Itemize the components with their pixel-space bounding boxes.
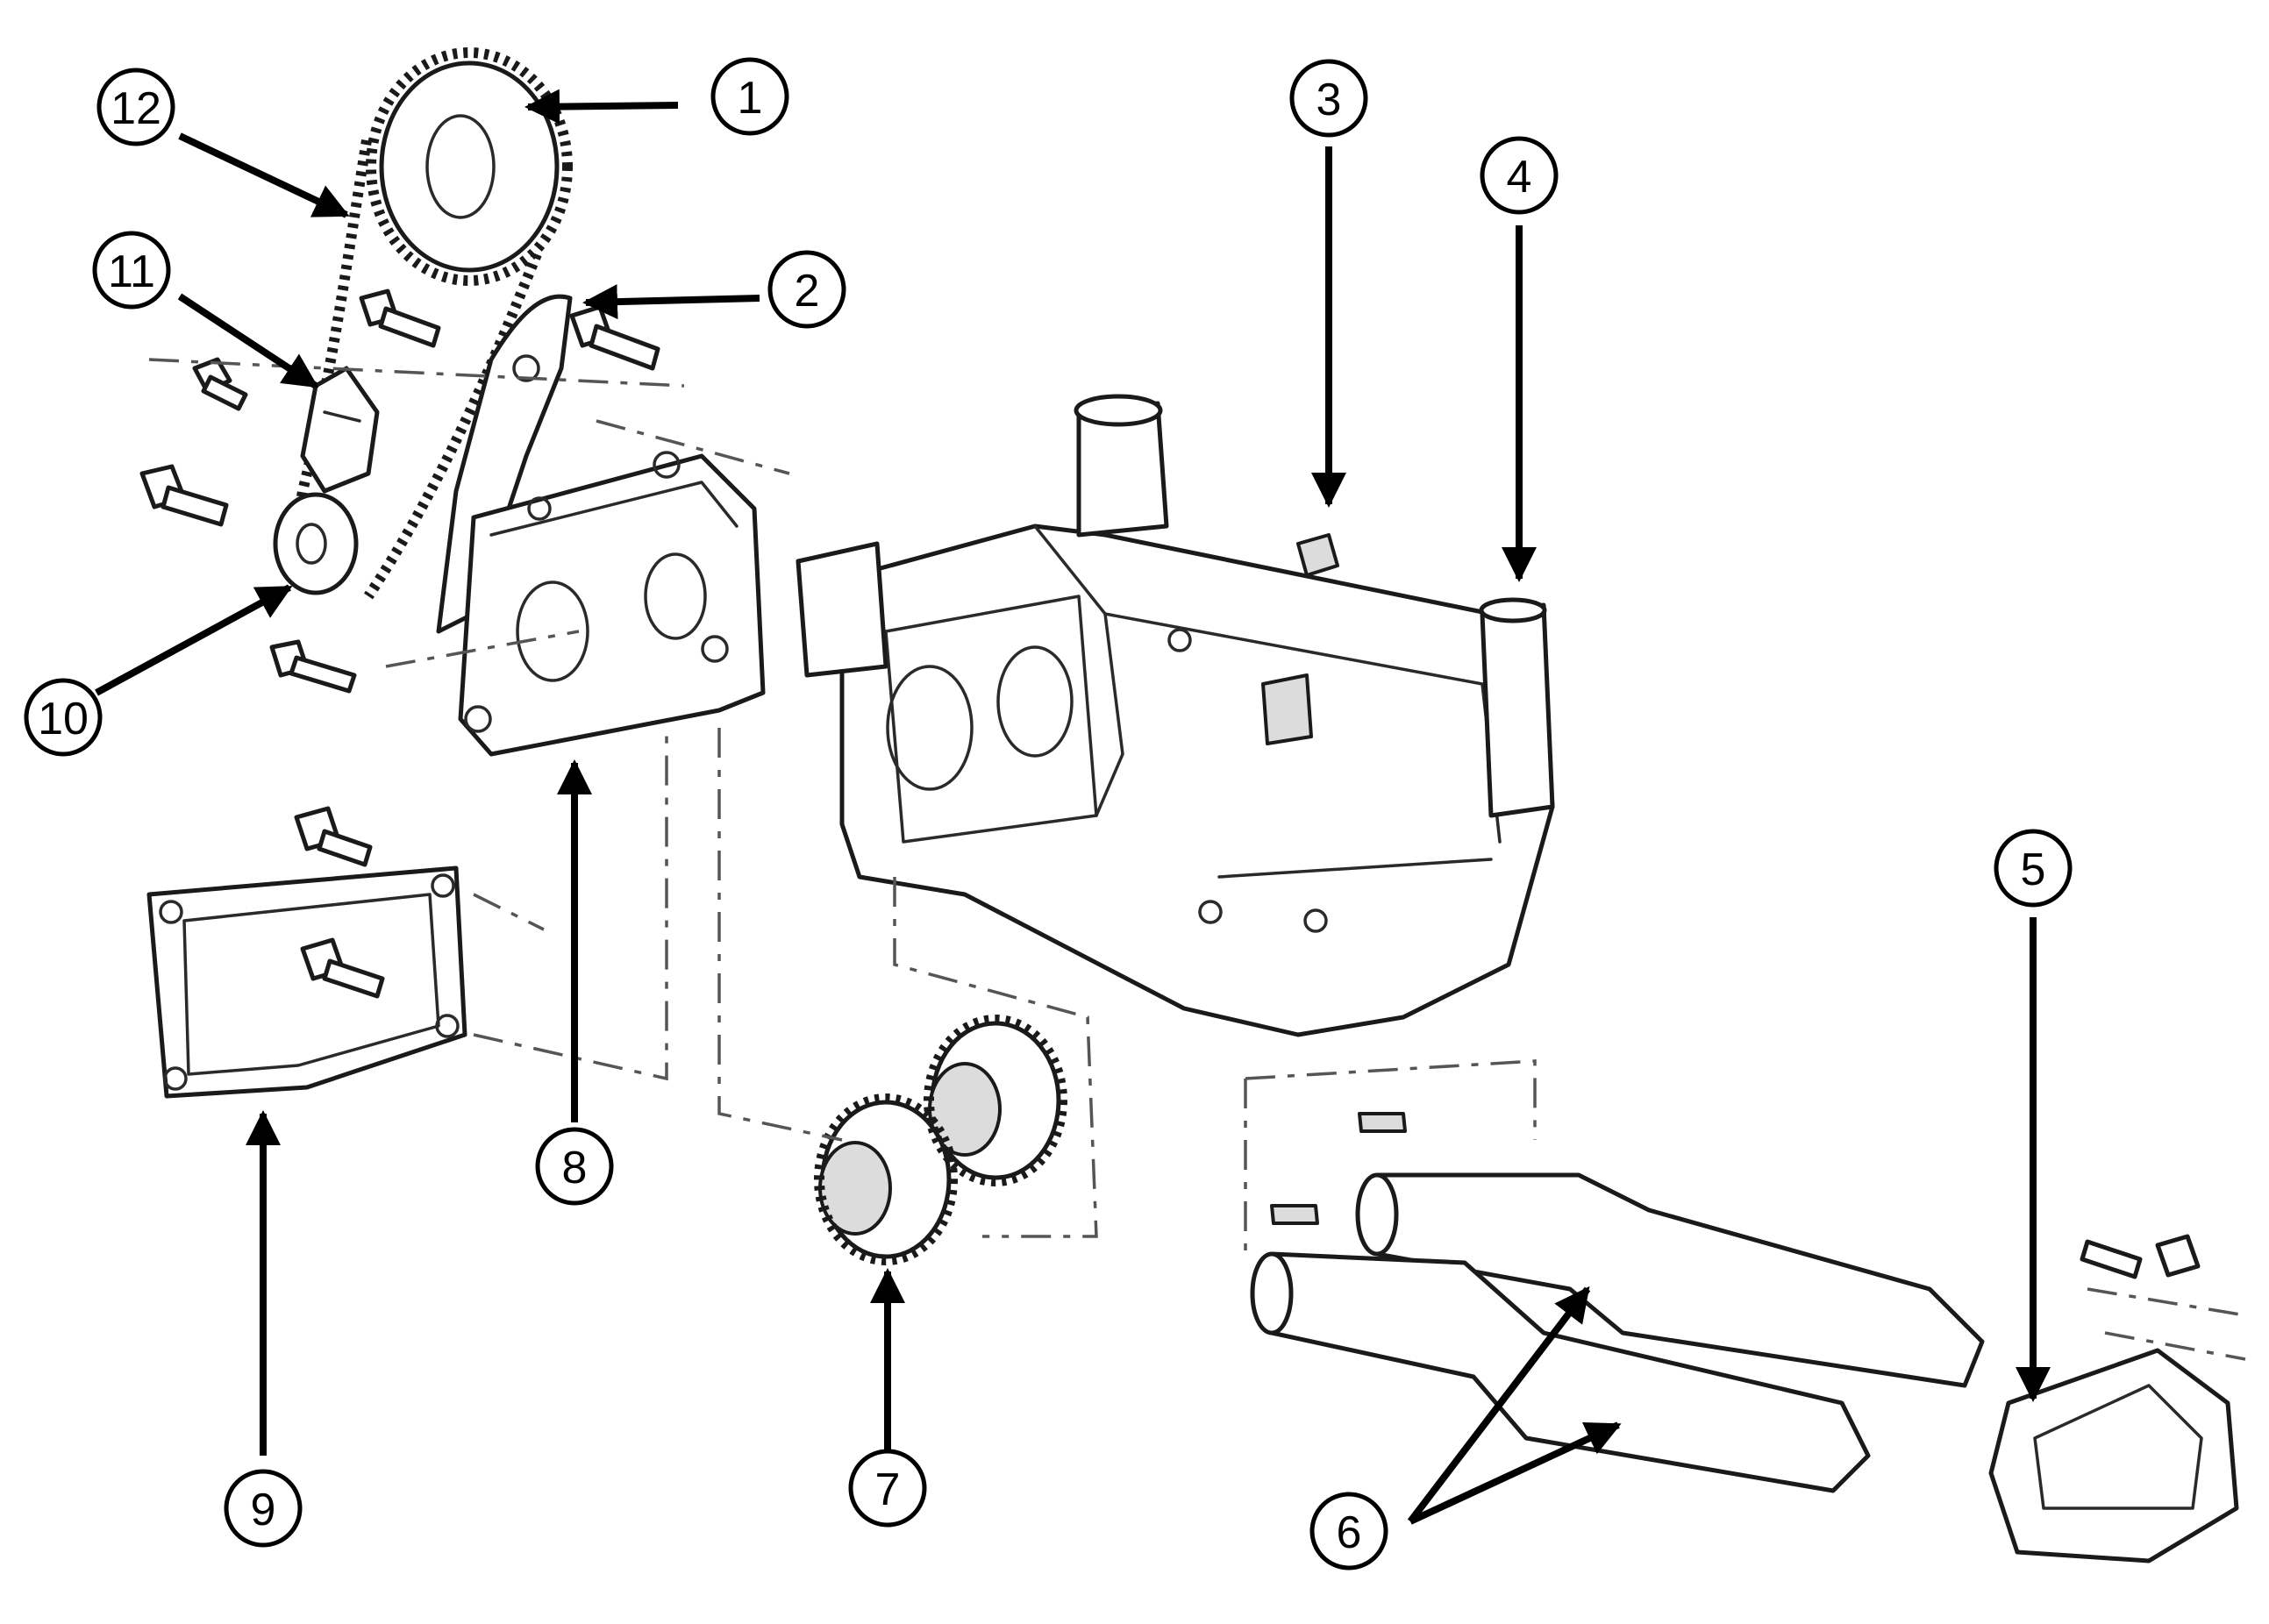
assembly-lines [148, 358, 2246, 1361]
pump-gears [814, 1015, 1067, 1265]
callout-11: 11 [92, 231, 171, 310]
svg-text:10: 10 [38, 694, 89, 744]
svg-text:5: 5 [2021, 844, 2046, 895]
svg-text:6: 6 [1337, 1507, 1362, 1558]
callout-7: 7 [848, 1449, 927, 1528]
pump-cover [146, 865, 467, 1099]
bolt [2080, 1234, 2201, 1279]
bolt [300, 937, 385, 999]
callout-1: 1 [710, 57, 789, 136]
svg-text:1: 1 [738, 73, 763, 124]
pump-sprocket [273, 492, 359, 595]
bolt [139, 464, 229, 527]
callout-9: 9 [224, 1469, 303, 1548]
bolt [269, 639, 357, 694]
svg-text:7: 7 [875, 1464, 901, 1515]
leader-arrows [95, 89, 2051, 1525]
bolt [192, 357, 248, 411]
callout-4: 4 [1480, 136, 1559, 215]
callout-5: 5 [1994, 829, 2073, 908]
svg-text:12: 12 [111, 83, 161, 134]
plug [1296, 533, 1339, 577]
callout-10: 10 [24, 678, 103, 757]
callout-2: 2 [767, 250, 846, 329]
pump-housing [796, 394, 1555, 1037]
svg-text:4: 4 [1507, 152, 1532, 203]
svg-text:3: 3 [1316, 75, 1342, 125]
svg-text:8: 8 [562, 1143, 588, 1193]
callout-6: 6 [1309, 1492, 1388, 1571]
callout-3: 3 [1289, 59, 1368, 138]
svg-text:11: 11 [108, 246, 155, 297]
svg-text:9: 9 [251, 1485, 276, 1535]
pump-shafts [1250, 1112, 1985, 1493]
timing-chain [295, 139, 542, 600]
bolt [294, 806, 373, 867]
bolt [359, 288, 441, 348]
bolt [569, 304, 660, 371]
callout-12: 12 [96, 68, 175, 146]
pump-body [458, 451, 766, 757]
svg-text:2: 2 [795, 266, 820, 317]
drive-sprocket [366, 47, 573, 286]
end-cover [1988, 1348, 2239, 1563]
callout-8: 8 [535, 1127, 614, 1206]
